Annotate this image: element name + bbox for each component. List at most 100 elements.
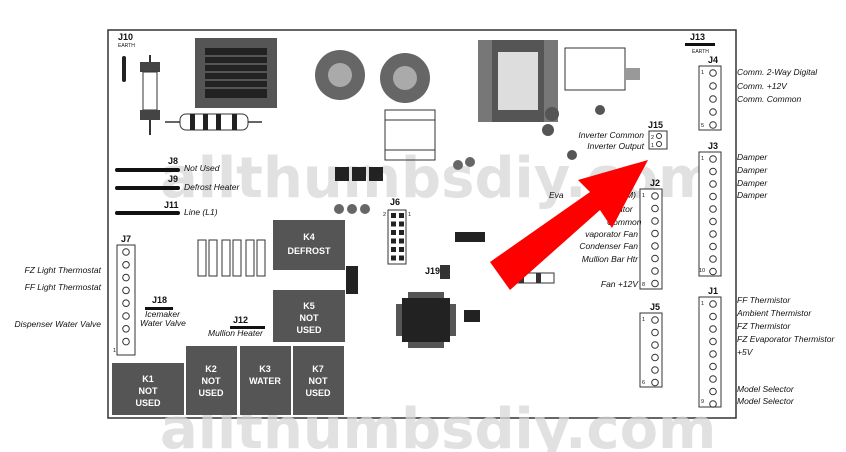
pin-hole xyxy=(651,328,659,337)
pin-hole xyxy=(709,167,717,176)
svg-text:NOT: NOT xyxy=(139,386,159,396)
pin-hole xyxy=(651,366,659,374)
j4-desc-2: Comm. +12V xyxy=(737,81,788,91)
pin-hole xyxy=(709,375,717,383)
j13-terminal xyxy=(685,43,715,46)
pin-hole xyxy=(122,248,130,256)
svg-text:USED: USED xyxy=(198,388,224,398)
pin-hole xyxy=(122,325,130,333)
j10-earth-label: EARTH xyxy=(118,43,135,49)
pin-hole xyxy=(709,192,717,201)
j7-label: J7 xyxy=(121,234,131,244)
pin-hole xyxy=(709,95,717,103)
pin-hole xyxy=(651,353,659,362)
j9-terminal xyxy=(115,186,180,190)
svg-text:DEFROST: DEFROST xyxy=(287,246,331,256)
microcontroller xyxy=(396,292,456,348)
standoff xyxy=(347,204,357,214)
svg-text:K1: K1 xyxy=(142,374,154,384)
j8-label: J8 xyxy=(168,156,178,166)
pin-hole xyxy=(709,180,717,188)
standoff xyxy=(453,160,463,170)
j12-terminal xyxy=(230,326,265,329)
svg-text:NOT: NOT xyxy=(309,376,329,386)
j1-desc-2: Ambient Thermistor xyxy=(736,308,812,318)
j2-pin-8: 8 xyxy=(642,282,645,288)
j6-pin-1: 1 xyxy=(408,212,411,218)
j8-desc: Not Used xyxy=(184,163,220,173)
svg-text:1: 1 xyxy=(651,143,654,149)
pin-hole xyxy=(122,312,130,320)
red-arrow xyxy=(490,160,648,290)
pin-hole xyxy=(651,316,659,324)
pin-hole xyxy=(122,299,130,308)
j6-pin xyxy=(391,255,396,261)
j2-pin-1: 1 xyxy=(642,193,645,199)
standoff xyxy=(567,150,577,160)
j2-desc-6: Condenser Fan xyxy=(579,241,638,251)
svg-text:K3: K3 xyxy=(259,364,271,374)
relay-k2: K2 NOT USED xyxy=(186,346,237,415)
relay-k1: K1 NOT USED xyxy=(112,363,184,415)
j15-desc-1: Inverter Common xyxy=(578,130,644,140)
j19-label: J19 xyxy=(425,266,440,276)
j1-desc-7: Model Selector xyxy=(737,396,795,406)
pin-hole xyxy=(122,261,130,269)
j3-desc-2: Damper xyxy=(737,165,768,175)
j1-pin-1: 1 xyxy=(701,301,704,307)
ic-chip xyxy=(464,310,480,322)
fuse xyxy=(140,55,160,135)
j4-pin-1: 1 xyxy=(701,70,704,76)
j6-pin-2: 2 xyxy=(383,212,386,218)
j1-desc-3: FZ Thermistor xyxy=(737,321,792,331)
bracket-connector xyxy=(384,109,436,161)
pin-hole xyxy=(122,337,130,346)
j7-desc-1: FZ Light Thermostat xyxy=(24,265,101,275)
standoff xyxy=(465,157,475,167)
pin-hole xyxy=(709,108,717,116)
j18-label: J18 xyxy=(152,295,167,305)
j6-pin xyxy=(391,221,396,227)
standoff xyxy=(334,204,344,214)
j12-desc: Mullion Heater xyxy=(208,328,264,338)
pin-hole xyxy=(709,300,717,308)
pin-hole xyxy=(709,350,717,358)
pin-hole xyxy=(651,192,659,200)
j1-pin-9: 9 xyxy=(701,399,704,405)
j3-desc-1: Damper xyxy=(737,152,768,162)
j6-pin-grid xyxy=(391,213,404,261)
pin-hole xyxy=(651,279,659,288)
j4-label: J4 xyxy=(708,55,718,65)
relay-k5: K5 NOT USED xyxy=(273,290,345,342)
relay-k3: K3 WATER xyxy=(240,346,291,415)
j4-pins xyxy=(709,69,717,129)
j1-desc-5: +5V xyxy=(737,347,754,357)
j13-earth-label: EARTH xyxy=(692,49,709,55)
svg-text:K4: K4 xyxy=(303,232,315,242)
svg-text:2: 2 xyxy=(651,135,654,141)
j5-pins xyxy=(651,316,659,387)
chip-row xyxy=(335,167,383,181)
standoff xyxy=(360,204,370,214)
j6-pin xyxy=(399,247,404,252)
svg-text:WATER: WATER xyxy=(249,376,281,386)
j12-label: J12 xyxy=(233,315,248,325)
transformer xyxy=(478,40,558,122)
pin-hole xyxy=(709,205,717,213)
heat-sink xyxy=(195,38,277,108)
pin-hole xyxy=(651,378,659,387)
j18-terminal xyxy=(145,307,173,310)
resistor xyxy=(165,113,262,131)
j1-desc-1: FF Thermistor xyxy=(737,295,791,305)
j1-label: J1 xyxy=(708,286,718,296)
j6-pin xyxy=(399,213,404,218)
j11-desc: Line (L1) xyxy=(184,207,218,217)
ic-chip xyxy=(346,266,358,294)
j5-label: J5 xyxy=(650,302,660,312)
j5-pin-6: 6 xyxy=(642,380,645,386)
svg-text:USED: USED xyxy=(296,325,322,335)
j2-desc-8: Fan +12V xyxy=(601,279,639,289)
pin-hole xyxy=(709,337,717,346)
j2-desc-3: ator xyxy=(618,204,634,214)
